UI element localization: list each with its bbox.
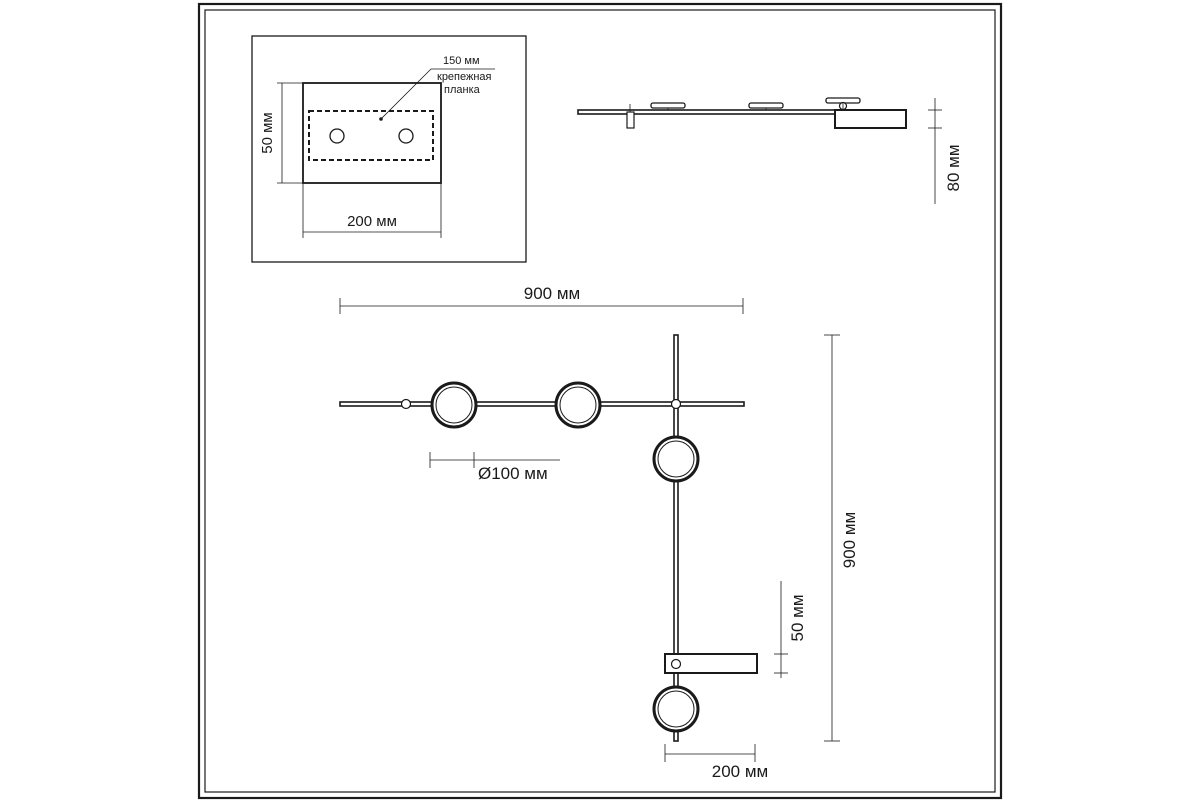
detail-frame xyxy=(251,35,527,263)
front-ring-2 xyxy=(554,381,602,429)
front-view: 900 мм 900 мм Ø100 мм 50 мм 200 мм xyxy=(339,284,859,781)
side-arm xyxy=(577,109,836,115)
side-lamp-disc-2 xyxy=(748,102,784,109)
front-box-width-label: 200 мм xyxy=(712,762,768,781)
front-height-label: 900 мм xyxy=(840,512,859,568)
front-joint-canopy xyxy=(670,658,682,670)
front-horizontal-arm xyxy=(339,401,745,407)
mounting-hole-left xyxy=(329,128,345,144)
front-canopy xyxy=(664,653,758,674)
mounting-hole-right xyxy=(398,128,414,144)
mounting-bracket-dashed xyxy=(308,110,434,161)
front-diameter-label: Ø100 мм xyxy=(478,464,548,483)
side-canopy xyxy=(834,109,907,129)
front-joint-arm xyxy=(400,398,412,410)
front-vertical-arm xyxy=(673,334,679,742)
side-view: 80 мм xyxy=(577,97,963,204)
mounting-plate-detail: 150 мм крепежная планка 50 мм 200 мм xyxy=(251,35,527,263)
plate-outline xyxy=(302,82,442,184)
side-height-label: 80 мм xyxy=(944,144,963,191)
pitch-label: 150 мм xyxy=(443,55,480,67)
plate-height-label: 50 мм xyxy=(259,112,276,153)
front-box-height-label: 50 мм xyxy=(788,594,807,641)
side-lamp-disc-1 xyxy=(650,102,686,109)
callout-label-line2: планка xyxy=(444,84,481,96)
front-width-label: 900 мм xyxy=(524,284,580,303)
callout-label-line1: крепежная xyxy=(437,71,492,83)
side-clip xyxy=(626,111,635,129)
front-joint-cross xyxy=(670,398,682,410)
front-ring-3 xyxy=(652,435,700,483)
plate-width-label: 200 мм xyxy=(347,213,397,230)
front-ring-1 xyxy=(430,381,478,429)
front-ring-4 xyxy=(652,685,700,733)
sheet-frame xyxy=(197,2,1003,800)
